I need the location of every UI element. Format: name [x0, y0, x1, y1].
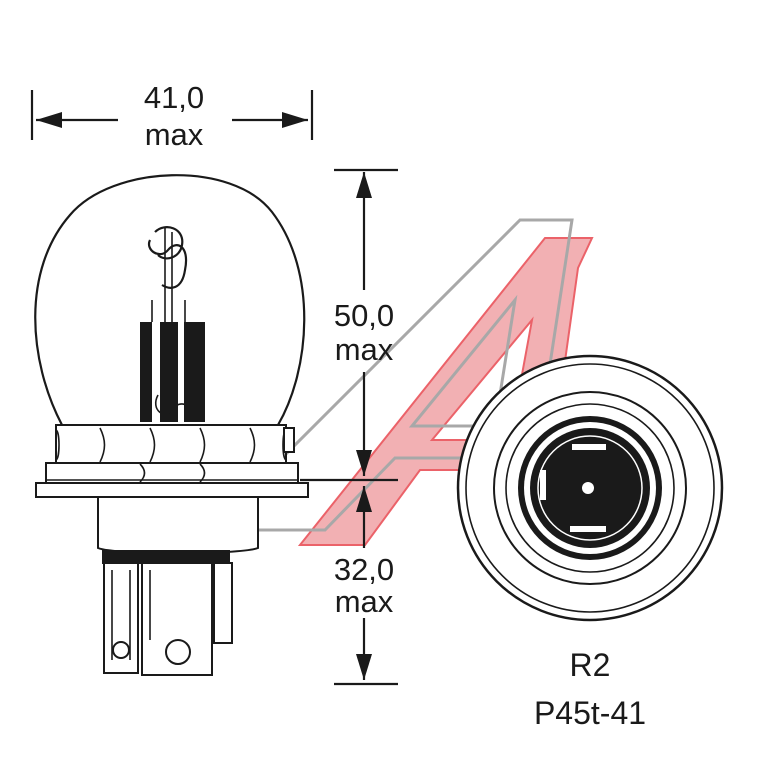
- slot-left: [540, 470, 546, 500]
- bulb-side-view: [34, 174, 309, 676]
- base-cup: [97, 496, 259, 555]
- base-front-view: [456, 354, 724, 622]
- filament-assembly: [140, 226, 205, 422]
- base-height-dimension: 32,0 max: [334, 486, 398, 686]
- lamp-type-labels: R2 P45t-41: [534, 647, 646, 731]
- lamp-base: P45t-41: [534, 695, 646, 731]
- base-insulator: [102, 550, 230, 564]
- base-height-value: 32,0: [334, 552, 394, 587]
- bulb-height-note: max: [335, 332, 394, 367]
- width-value: 41,0: [144, 80, 204, 115]
- bulb-height-dimension: 50,0 max: [300, 168, 398, 482]
- width-dimension: 41,0 max: [30, 80, 314, 152]
- slot-bottom: [570, 526, 606, 532]
- glass-bulb: [34, 174, 306, 426]
- contact-pins: [103, 562, 233, 676]
- lamp-type: R2: [570, 647, 611, 683]
- center-contact: [582, 482, 594, 494]
- width-note: max: [145, 117, 204, 152]
- base-plate: [35, 482, 309, 498]
- base-height-note: max: [335, 584, 394, 619]
- slot-top: [572, 444, 606, 450]
- bulb-height-value: 50,0: [334, 298, 394, 333]
